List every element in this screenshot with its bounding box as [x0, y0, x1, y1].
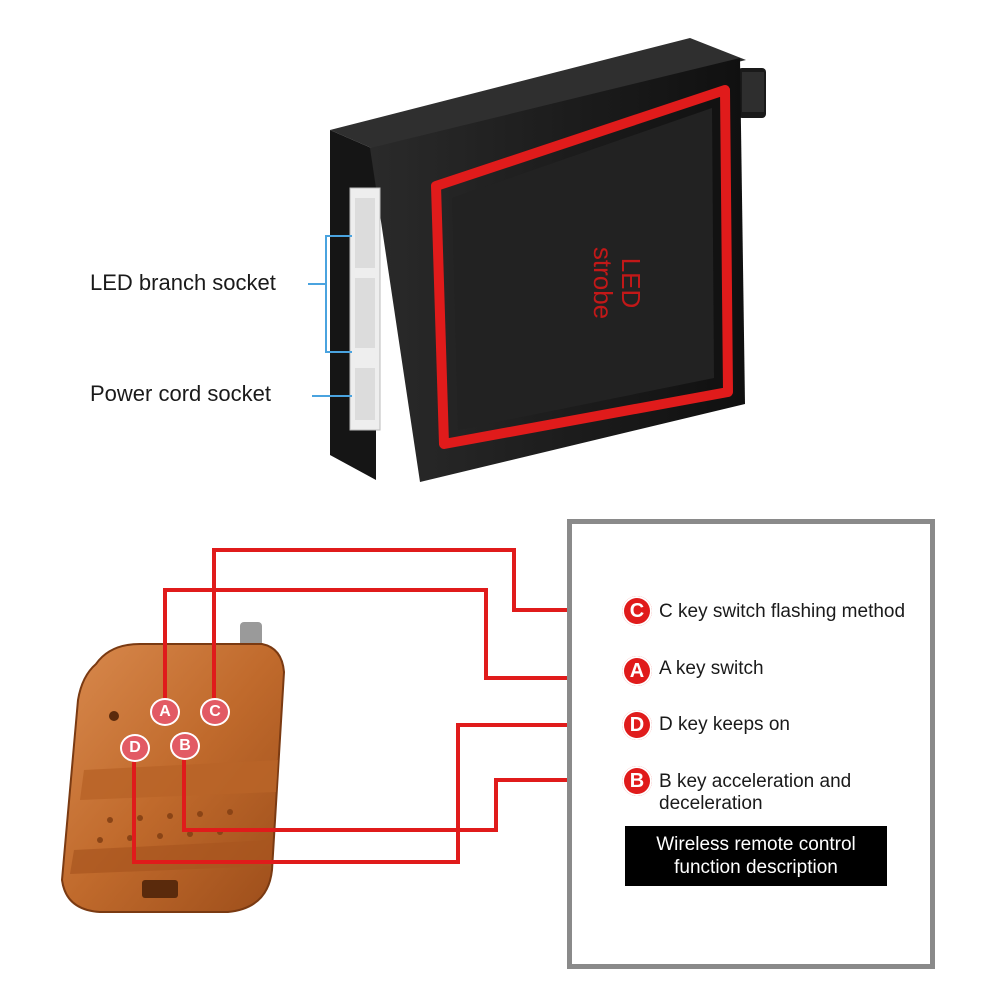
- legend-panel: [567, 519, 935, 969]
- remote-key-d: D: [120, 734, 150, 762]
- keyring-slot: [142, 880, 178, 898]
- callout-power-cord-socket: Power cord socket: [90, 381, 271, 406]
- wires: [132, 548, 622, 864]
- callout-led-branch-socket: LED branch socket: [90, 270, 276, 295]
- caption-line2: function description: [674, 857, 838, 878]
- remote-key-a: A: [150, 698, 180, 726]
- indicator-led-icon: [109, 711, 119, 721]
- red-face-border: [431, 85, 733, 449]
- callout-leaders: [308, 235, 352, 397]
- led-strobe-box: [330, 38, 766, 482]
- legend-badge-b: B: [622, 766, 652, 796]
- legend-badge-a: A: [622, 656, 652, 686]
- legend-text-c: C key switch flashing method: [659, 601, 906, 622]
- device-face-label: LED strobe: [555, 238, 646, 328]
- remote-key-c: C: [200, 698, 230, 726]
- legend-text-d: D key keeps on: [659, 714, 790, 735]
- caption-line1: Wireless remote control: [656, 834, 856, 855]
- device-label-strobe: strobe: [588, 246, 618, 320]
- legend-badge-d: D: [622, 710, 652, 740]
- legend-text-b: B key acceleration and deceleration: [659, 771, 852, 814]
- device-label-led: LED: [616, 257, 646, 309]
- remote-control: [60, 622, 286, 913]
- remote-key-b: B: [170, 732, 200, 760]
- legend-caption: Wireless remote control function descrip…: [625, 826, 887, 886]
- socket-connectors: [349, 187, 381, 431]
- legend-badge-c: C: [622, 596, 652, 626]
- legend-text-a: A key switch: [659, 658, 764, 679]
